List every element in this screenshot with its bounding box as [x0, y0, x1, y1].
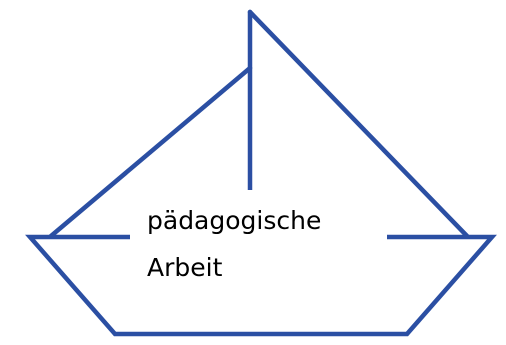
label-line-1: pädagogische: [147, 206, 321, 235]
label-background: [130, 190, 387, 285]
label-line-2: Arbeit: [147, 253, 223, 282]
right-sail: [247, 9, 470, 239]
left-sail: [48, 65, 253, 239]
